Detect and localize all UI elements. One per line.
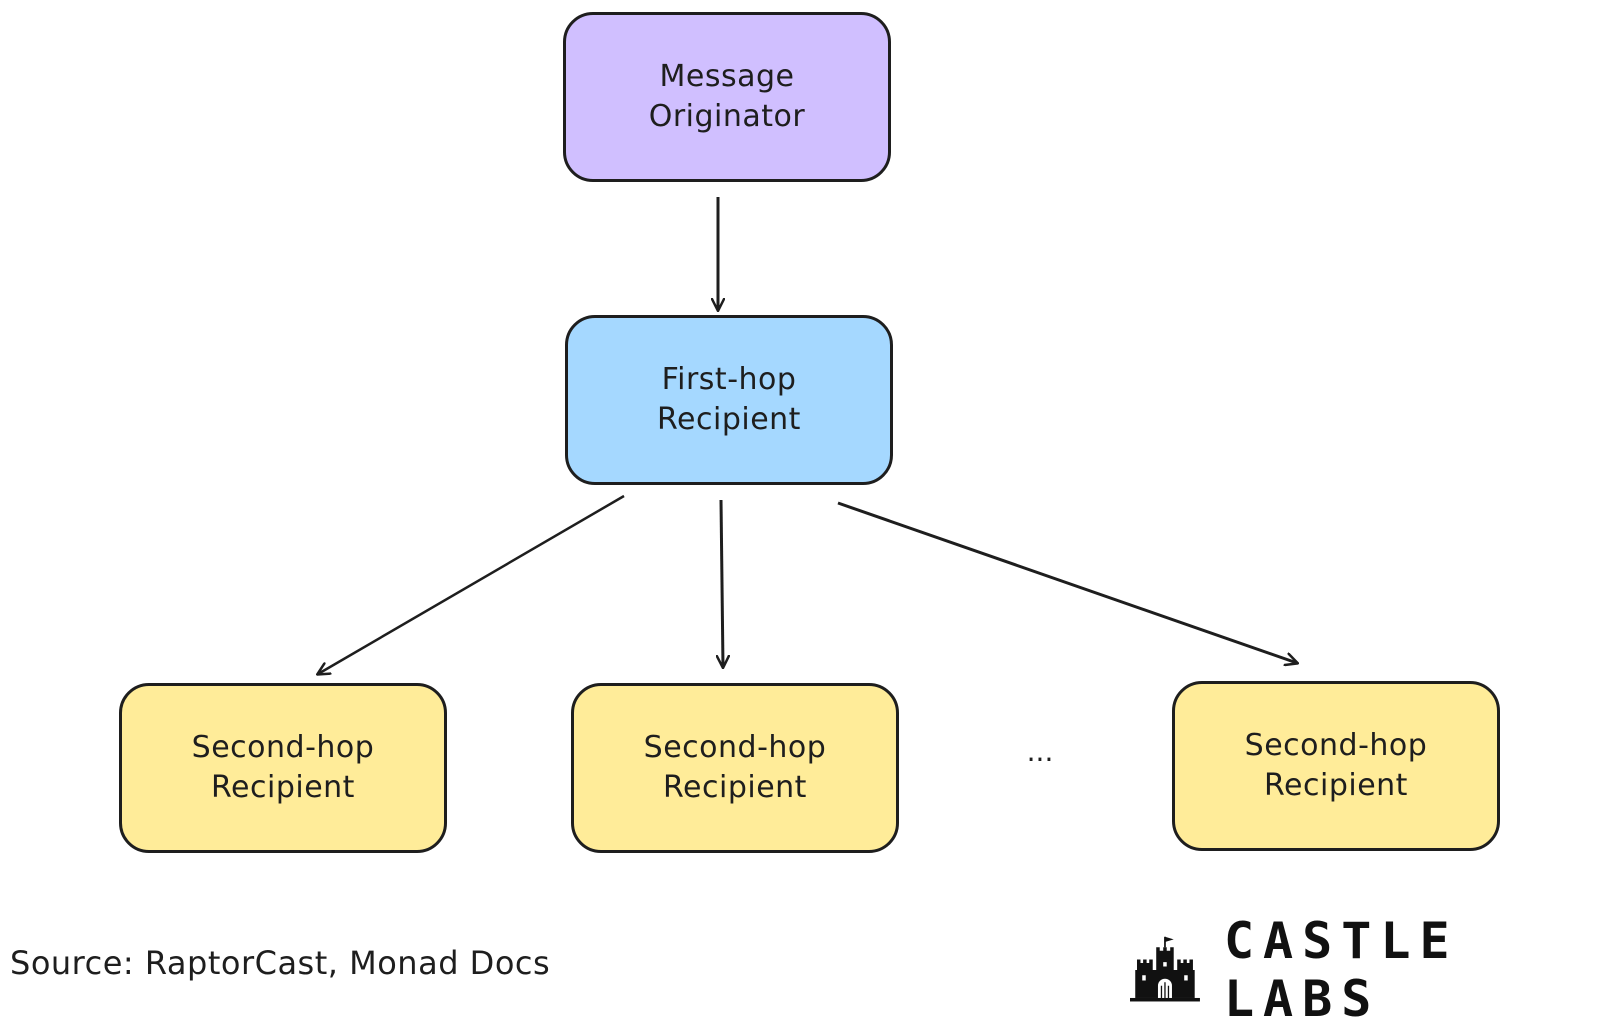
- node-message-originator: Message Originator: [563, 12, 891, 182]
- node-second-hop-recipient-3: Second-hop Recipient: [1172, 681, 1500, 851]
- node-label-line: Originator: [648, 99, 806, 134]
- edge-first-hop-to-second-hop-3: [837, 501, 1297, 663]
- node-label-line: Recipient: [1264, 768, 1408, 803]
- brand-logo: CASTLE LABS: [1130, 912, 1600, 1028]
- edge-first-hop-to-second-hop-2: [721, 499, 723, 667]
- node-first-hop-recipient: First-hop Recipient: [565, 315, 893, 485]
- node-second-hop-recipient-1: Second-hop Recipient: [119, 683, 447, 853]
- node-label-line: Second-hop: [1244, 728, 1428, 763]
- node-label-line: First-hop: [661, 362, 797, 397]
- more-recipients-ellipsis: ...: [1026, 735, 1054, 768]
- node-label-line: Recipient: [663, 770, 807, 805]
- node-second-hop-recipient-2: Second-hop Recipient: [571, 683, 899, 853]
- node-label-line: Recipient: [657, 402, 801, 437]
- brand-name: CASTLE LABS: [1223, 912, 1459, 1028]
- node-label-line: Second-hop: [643, 730, 827, 765]
- source-caption: Source: RaptorCast, Monad Docs: [10, 944, 551, 982]
- node-label-line: Message: [659, 59, 795, 94]
- node-label-line: Recipient: [211, 770, 355, 805]
- node-label-line: Second-hop: [191, 730, 375, 765]
- edge-first-hop-to-second-hop-1: [318, 494, 625, 674]
- castle-icon: [1130, 936, 1200, 1002]
